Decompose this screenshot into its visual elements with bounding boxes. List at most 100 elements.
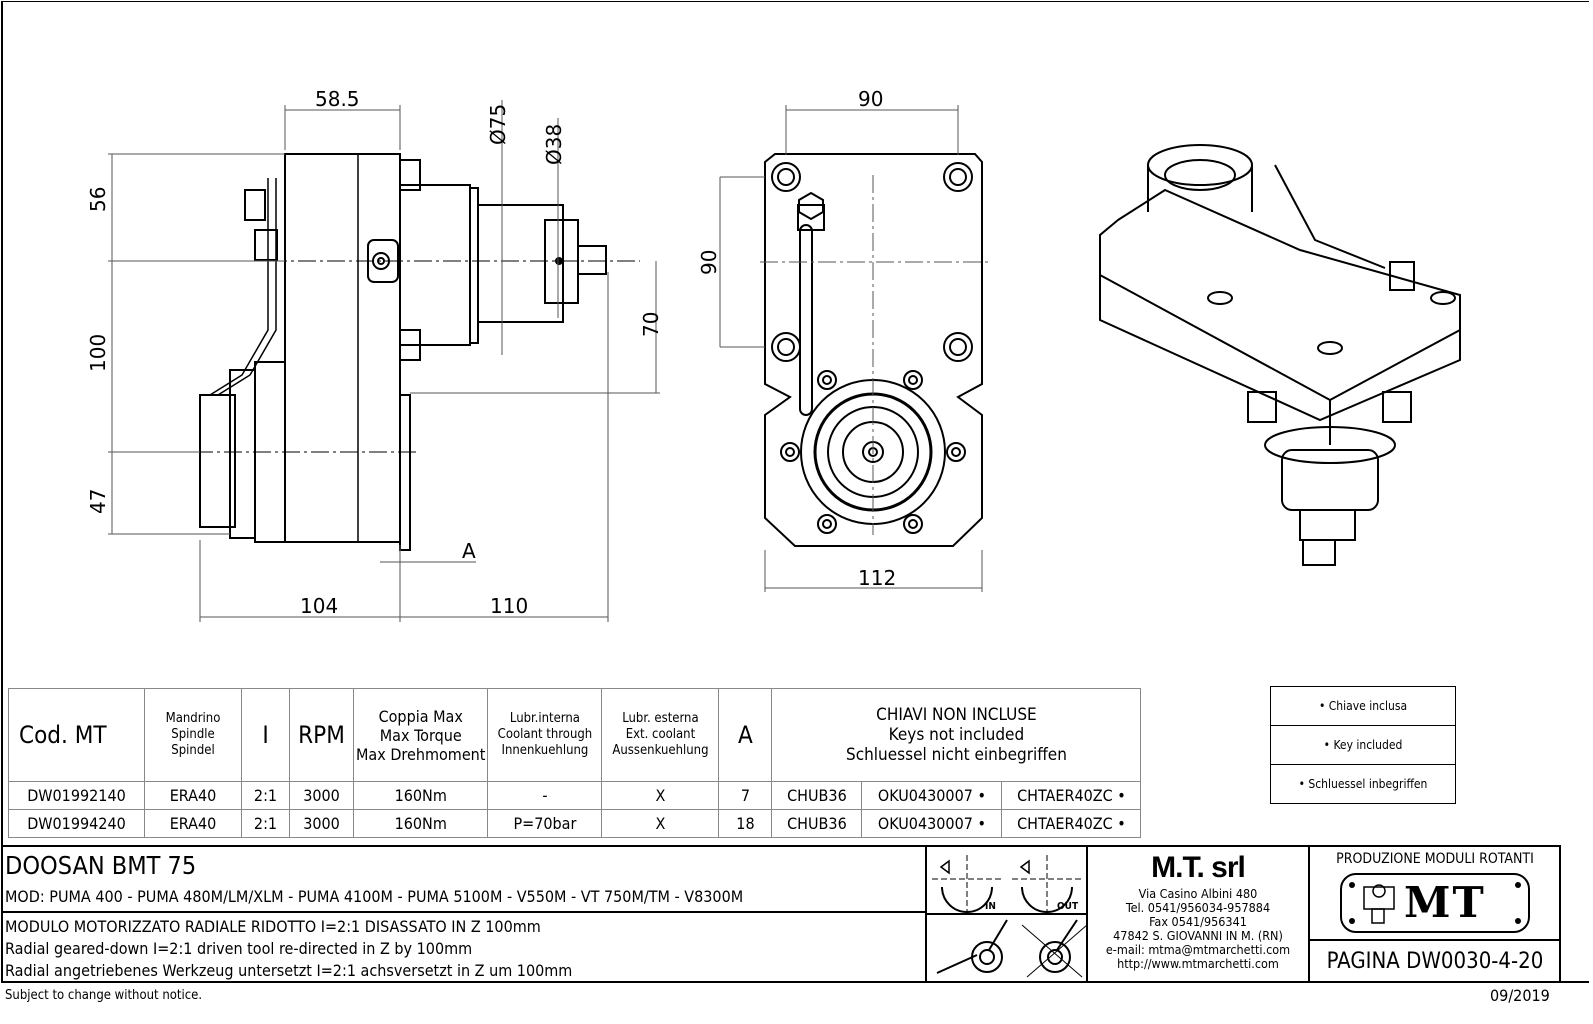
coolant-with-tube-icon (971, 941, 1003, 973)
production-box: PRODUZIONE MODULI ROTANTI MT (1308, 845, 1561, 941)
dim-height-mid: 100 (86, 334, 110, 372)
cell-key2: OKU0430007 • (861, 809, 1003, 838)
dim-label-a: A (462, 539, 476, 563)
dim-height-top: 56 (86, 187, 110, 212)
footer-date: 09/2019 (1490, 986, 1550, 1005)
header-keys: CHIAVI NON INCLUSE Keys not included Sch… (771, 688, 1142, 782)
spec-table-header: Cod. MT Mandrino Spindle Spindel I RPM C… (8, 688, 1142, 782)
company-city: 47842 S. GIOVANNI IN M. (RN) (1113, 928, 1283, 943)
header-torque: Coppia Max Max Torque Max Drehmoment (352, 688, 489, 782)
header-coolant-internal-it: Lubr.interna (509, 711, 580, 726)
dim-length-right: 110 (490, 594, 528, 618)
table-row: DW01994240 ERA40 2:1 3000 160Nm P=70bar … (8, 809, 1142, 838)
header-coolant-internal: Lubr.interna Coolant through Innenkuehlu… (487, 688, 603, 782)
rotation-out-label: OUT (1057, 901, 1079, 912)
side-view (195, 153, 640, 551)
header-code: Cod. MT (8, 688, 145, 782)
header-a: A (718, 688, 773, 782)
description-de: Radial angetriebenes Werkzeug untersetzt… (5, 961, 573, 980)
cell-coolant-external: X (601, 781, 720, 810)
company-name: M.T. srl (1151, 851, 1246, 884)
cell-key3: CHTAER40ZC • (1001, 781, 1142, 810)
header-spindle-de: Spindel (171, 743, 215, 758)
cell-a: 18 (718, 809, 773, 838)
title-description-box: MODULO MOTORIZZATO RADIALE RIDOTTO I=2:1… (1, 911, 927, 983)
dim-hole-spacing-v: 90 (697, 250, 721, 275)
dim-width-top: 58.5 (315, 87, 360, 111)
header-coolant-external: Lubr. esterna Ext. coolant Aussenkuehlun… (601, 688, 720, 782)
page-number: PAGINA DW0030-4-20 (1326, 949, 1544, 974)
company-fax: Fax 0541/956341 (1149, 914, 1247, 929)
header-rpm: RPM (289, 688, 354, 782)
spec-table: Cod. MT Mandrino Spindle Spindel I RPM C… (8, 688, 1142, 838)
header-coolant-external-de: Aussenkuehlung (612, 743, 709, 758)
logo-text: MT (1404, 878, 1486, 927)
dim-body-width: 112 (858, 566, 896, 590)
header-coolant-external-en: Ext. coolant (625, 727, 696, 742)
company-address: Via Casino Albini 480 (1138, 886, 1258, 901)
company-email[interactable]: e-mail: mtma@mtmarchetti.com (1105, 942, 1291, 957)
company-website[interactable]: http://www.mtmarchetti.com (1117, 956, 1279, 971)
cell-key1: CHUB36 (771, 809, 863, 838)
header-spindle-en: Spindle (171, 727, 215, 742)
front-view-dimensions (719, 105, 990, 592)
header-keys-de: Schluessel nicht einbegriffen (845, 745, 1067, 765)
cell-key2: OKU0430007 • (861, 781, 1003, 810)
header-torque-en: Max Torque (379, 725, 462, 745)
coolant-without-tube-icon (1039, 941, 1071, 973)
cell-ratio: 2:1 (241, 781, 290, 810)
cell-key3: CHTAER40ZC • (1001, 809, 1142, 838)
mt-logo: MT (1340, 873, 1530, 933)
machine-title: DOOSAN BMT 75 (5, 851, 197, 880)
dim-dia-inner: Ø38 (542, 124, 566, 165)
title-machine-box: DOOSAN BMT 75 MOD: PUMA 400 - PUMA 480M/… (1, 845, 927, 913)
header-coolant-internal-de: Innenkuehlung (501, 743, 589, 758)
rotation-in-label: IN (985, 901, 996, 912)
cell-key1: CHUB36 (771, 781, 863, 810)
cell-torque: 160Nm (352, 809, 489, 838)
machine-models: MOD: PUMA 400 - PUMA 480M/LM/XLM - PUMA … (5, 887, 744, 906)
header-keys-it: CHIAVI NON INCLUSE (876, 705, 1037, 725)
cell-rpm: 3000 (289, 809, 354, 838)
production-title: PRODUZIONE MODULI ROTANTI (1336, 851, 1534, 867)
cell-spindle: ERA40 (144, 809, 242, 838)
header-coolant-external-it: Lubr. esterna (622, 711, 699, 726)
dim-offset-right: 70 (639, 312, 663, 337)
dim-dia-outer: Ø75 (486, 104, 510, 145)
header-spindle: Mandrino Spindle Spindel (144, 688, 242, 782)
header-spindle-it: Mandrino (165, 711, 221, 726)
header-coolant-internal-en: Coolant through (497, 727, 593, 742)
cell-code: DW01994240 (8, 809, 145, 838)
cell-spindle: ERA40 (144, 781, 242, 810)
coolant-connection-icons (936, 919, 1088, 978)
company-tel: Tel. 0541/956034-957884 (1125, 900, 1271, 915)
isometric-view (1099, 144, 1461, 566)
cell-torque: 160Nm (352, 781, 489, 810)
coolant-icon-box (925, 913, 1088, 983)
description-it: MODULO MOTORIZZATO RADIALE RIDOTTO I=2:1… (5, 917, 541, 936)
cell-coolant-internal: - (487, 781, 603, 810)
table-row: DW01992140 ERA40 2:1 3000 160Nm - X 7 CH… (8, 781, 1142, 810)
legend-item: • Schluessel inbegriffen (1270, 764, 1456, 804)
cell-coolant-external: X (601, 809, 720, 838)
dim-hole-spacing-h: 90 (858, 87, 883, 111)
company-info-box: M.T. srl Via Casino Albini 480 Tel. 0541… (1086, 845, 1310, 983)
page-number-box: PAGINA DW0030-4-20 (1308, 939, 1561, 983)
cell-rpm: 3000 (289, 781, 354, 810)
logo-module-icon (1349, 882, 1521, 924)
key-legend: • Chiave inclusa • Key included • Schlue… (1270, 686, 1456, 804)
header-ratio: I (241, 688, 290, 782)
footer-notice: Subject to change without notice. (5, 988, 203, 1003)
dim-length-left: 104 (300, 594, 338, 618)
legend-item: • Key included (1270, 725, 1456, 765)
company-contact: Via Casino Albini 480 Tel. 0541/956034-9… (1088, 887, 1308, 971)
legend-item: • Chiave inclusa (1270, 686, 1456, 726)
header-torque-de: Max Drehmoment (356, 744, 486, 764)
cell-code: DW01992140 (8, 781, 145, 810)
front-view-dimension-labels: 90 90 112 (697, 87, 896, 590)
description-en: Radial geared-down I=2:1 driven tool re-… (5, 939, 473, 958)
cell-ratio: 2:1 (241, 809, 290, 838)
dim-height-bottom: 47 (86, 489, 110, 514)
cell-a: 7 (718, 781, 773, 810)
